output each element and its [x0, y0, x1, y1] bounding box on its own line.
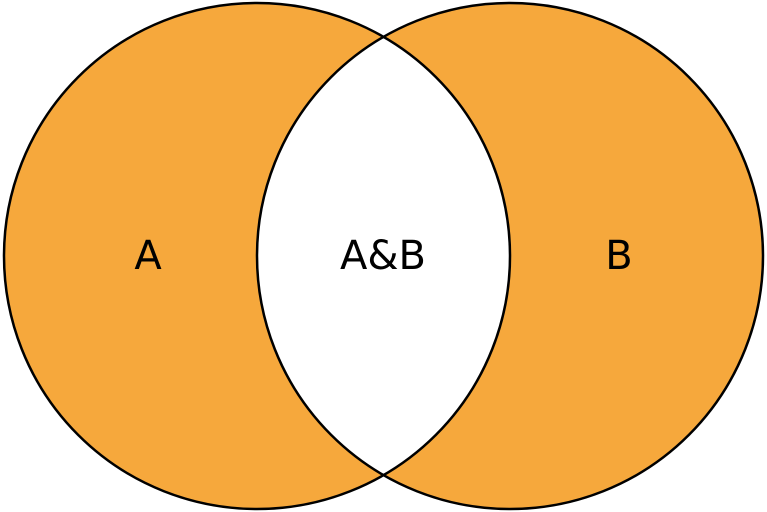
label-set-a: A [134, 233, 162, 279]
label-intersection: A&B [340, 233, 426, 279]
label-set-b: B [605, 233, 632, 279]
circle-a-outline [2, 1, 512, 511]
circle-b-outline [255, 1, 765, 511]
intersection-region [257, 3, 510, 509]
